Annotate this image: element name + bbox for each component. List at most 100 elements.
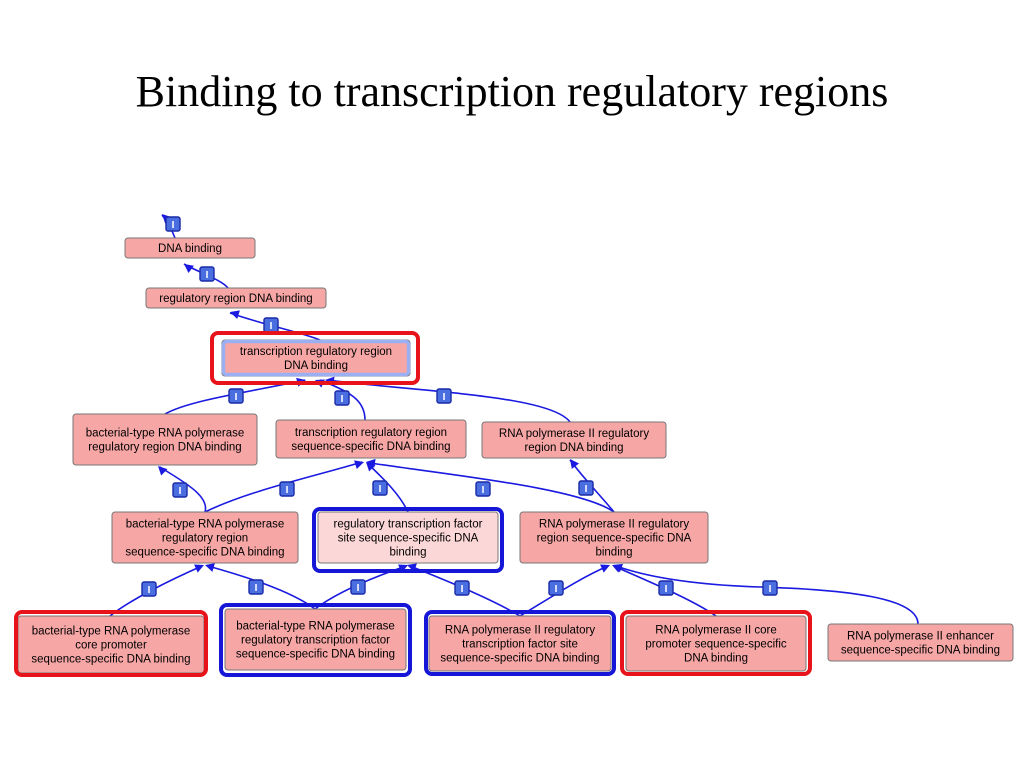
node-label-line: bacterial-type RNA polymerase	[126, 519, 285, 531]
badge-label: I	[172, 220, 175, 231]
badge-box	[141, 581, 157, 597]
node-box	[224, 608, 407, 671]
node-label-line: region sequence-specific DNA	[537, 533, 692, 545]
node-box	[72, 413, 258, 466]
relation-badge-5[interactable]: I	[436, 388, 452, 404]
node-label-line: bacterial-type RNA polymerase	[86, 428, 245, 440]
node-bacterial-type-rna-polymerase-regulatory-transcription-factor-sequence-specific-dna-binding[interactable]: bacterial-type RNA polymerase regulatory …	[219, 603, 412, 677]
highlight-blue-frame	[424, 610, 616, 676]
arrowhead-13	[398, 564, 408, 573]
relation-badge-3[interactable]: I	[228, 388, 244, 404]
badge-box	[372, 480, 388, 496]
arrowhead-17	[613, 563, 623, 573]
arrowhead-9	[366, 458, 376, 468]
node-box	[275, 419, 467, 459]
arrowhead-1	[184, 264, 194, 273]
relation-badge-4[interactable]: I	[334, 390, 350, 406]
node-label-line: sequence-specific DNA binding	[31, 654, 190, 666]
node-label-line: sequence-specific DNA binding	[236, 649, 395, 661]
badge-label: I	[585, 484, 588, 495]
relation-badge-17[interactable]: I	[762, 580, 778, 596]
badge-box	[228, 388, 244, 404]
node-bacterial-type-rna-polymerase-core-promoter-sequence-specific-dna-binding[interactable]: bacterial-type RNA polymerase core promot…	[14, 610, 208, 677]
node-label-line: DNA binding	[284, 360, 348, 372]
relation-badge-13[interactable]: I	[350, 579, 366, 595]
badge-box	[475, 481, 491, 497]
badge-label: I	[443, 392, 446, 403]
edge-rna-polymerase-ii-enhancer-sequence-specific-dna-binding-to-rna-polymerase-ii-regulatory-region-sequence-specific-dna-binding	[615, 565, 919, 625]
node-label-line: bacterial-type RNA polymerase	[236, 621, 395, 633]
badge-box	[762, 580, 778, 596]
relation-badge-0[interactable]: I	[165, 216, 181, 232]
badge-label: I	[379, 484, 382, 495]
arrowhead-15	[600, 564, 610, 573]
badges-layer: I I I I I I I I I I I I I I I I I I	[141, 216, 778, 597]
node-bacterial-type-rna-polymerase-regulatory-region-sequence-specific-dna-binding[interactable]: bacterial-type RNA polymeraseregulatory …	[111, 511, 299, 564]
node-label-line: sequence-specific DNA binding	[841, 645, 1000, 657]
node-box	[111, 511, 299, 564]
nodes-layer: DNA binding regulatory region DNA binding…	[14, 237, 1014, 677]
node-regulatory-region-dna-binding[interactable]: regulatory region DNA binding	[145, 287, 327, 309]
node-label-line: RNA polymerase II enhancer	[847, 631, 994, 643]
arrowhead-2	[230, 310, 240, 319]
badge-box	[165, 216, 181, 232]
badge-label: I	[665, 584, 668, 595]
node-label-line: sequence-specific DNA binding	[125, 547, 284, 559]
badge-box	[436, 388, 452, 404]
node-rna-polymerase-ii-regulatory-region-sequence-specific-dna-binding[interactable]: RNA polymerase II regulatory region seque…	[519, 511, 709, 564]
relation-badge-10[interactable]: I	[578, 480, 594, 496]
edge-rna-polymerase-ii-regulatory-transcription-factor-site-sequence-specific-dna-binding-to-rna-polymerase-ii-regulatory-region-sequence-specific-dna-binding	[519, 565, 609, 617]
node-box	[428, 615, 612, 672]
node-dna-binding[interactable]: DNA binding	[124, 237, 256, 259]
node-rna-polymerase-ii-enhancer-sequence-specific-dna-binding[interactable]: RNA polymerase II enhancer sequence-speci…	[827, 623, 1014, 662]
badge-label: I	[341, 394, 344, 405]
node-box	[625, 615, 807, 672]
badge-label: I	[769, 584, 772, 595]
relation-badge-7[interactable]: I	[279, 481, 295, 497]
badge-box	[658, 580, 674, 596]
node-label-line: sequence-specific DNA binding	[440, 653, 599, 665]
relation-badge-16[interactable]: I	[658, 580, 674, 596]
badge-label: I	[179, 486, 182, 497]
node-label-line: bacterial-type RNA polymerase	[32, 626, 191, 638]
relation-badge-8[interactable]: I	[372, 480, 388, 496]
highlight-red-frame	[210, 331, 420, 385]
relation-badge-6[interactable]: I	[172, 482, 188, 498]
node-transcription-regulatory-region-sequence-specific-dna-binding[interactable]: transcription regulatory regionsequence-…	[275, 419, 467, 459]
node-label-line: transcription regulatory region	[240, 346, 392, 358]
node-box	[481, 421, 667, 459]
badge-box	[548, 580, 564, 596]
relation-badge-11[interactable]: I	[141, 581, 157, 597]
node-label-line: sequence-specific DNA binding	[291, 441, 450, 453]
node-box	[124, 237, 256, 259]
node-box	[317, 511, 499, 564]
node-label-line: RNA polymerase II regulatory	[445, 625, 595, 637]
node-label-line: regulatory transcription factor	[241, 635, 390, 647]
node-label-line: binding	[389, 547, 426, 559]
badge-label: I	[235, 392, 238, 403]
relation-badge-12[interactable]: I	[248, 579, 264, 595]
badge-box	[279, 481, 295, 497]
badge-box	[454, 580, 470, 596]
node-bacterial-type-rna-polymerase-regulatory-region-dna-binding[interactable]: bacterial-type RNA polymeraseregulatory …	[72, 413, 258, 466]
relation-badge-14[interactable]: I	[454, 580, 470, 596]
slide-title: Binding to transcription regulatory regi…	[135, 67, 889, 116]
node-label-line: core promoter	[75, 640, 147, 652]
badge-label: I	[206, 270, 209, 281]
badge-label: I	[482, 485, 485, 496]
focus-ring	[221, 339, 411, 377]
node-label-line: RNA polymerase II regulatory	[539, 519, 689, 531]
relation-badge-2[interactable]: I	[263, 317, 279, 333]
relation-badge-15[interactable]: I	[548, 580, 564, 596]
node-label-line: site sequence-specific DNA	[338, 533, 479, 545]
node-rna-polymerase-ii-regulatory-transcription-factor-site-sequence-specific-dna-binding[interactable]: RNA polymerase II regulatorytranscriptio…	[424, 610, 616, 676]
relation-badge-1[interactable]: I	[199, 266, 215, 282]
relation-badge-9[interactable]: I	[475, 481, 491, 497]
node-label-line: binding	[595, 547, 632, 559]
badge-box	[248, 579, 264, 595]
